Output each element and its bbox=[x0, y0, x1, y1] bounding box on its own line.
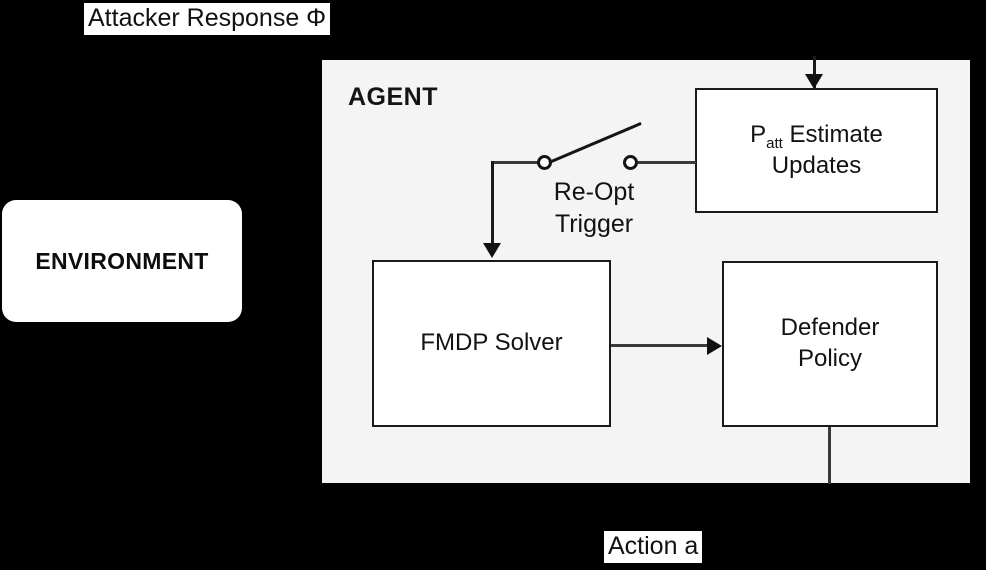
defender-policy-label: Defender Policy bbox=[775, 313, 886, 374]
patt-prefix: P bbox=[750, 120, 767, 148]
policy-to-action-connector bbox=[828, 427, 831, 484]
switch-to-fmdp-arrowhead bbox=[483, 243, 501, 258]
reopt-trigger-label: Re-Opt Trigger bbox=[534, 177, 654, 241]
environment-label: ENVIRONMENT bbox=[35, 247, 209, 274]
fmdp-to-policy-connector bbox=[611, 344, 711, 347]
patt-line2: Updates bbox=[771, 151, 862, 179]
switch-left-wire bbox=[492, 161, 546, 164]
patt-estimate-node: Patt Estimate Updates bbox=[695, 88, 938, 213]
patt-subscript: att bbox=[766, 134, 783, 152]
switch-terminal-right[interactable] bbox=[623, 155, 638, 170]
agent-label: AGENT bbox=[348, 83, 438, 111]
fmdp-solver-label: FMDP Solver bbox=[420, 329, 563, 357]
reopt-trigger-line1: Re-Opt bbox=[553, 178, 635, 206]
environment-node: ENVIRONMENT bbox=[2, 200, 242, 322]
patt-suffix: Estimate bbox=[782, 120, 883, 148]
defender-policy-node: Defender Policy bbox=[722, 261, 938, 427]
reopt-trigger-line2: Trigger bbox=[554, 209, 634, 238]
action-label: Action a bbox=[604, 531, 703, 563]
switch-right-wire bbox=[638, 161, 696, 164]
defender-policy-line1: Defender bbox=[780, 314, 880, 342]
fmdp-solver-node: FMDP Solver bbox=[372, 260, 611, 427]
attacker-response-label: Attacker Response Φ bbox=[84, 3, 331, 35]
switch-to-fmdp-connector bbox=[491, 161, 494, 244]
patt-estimate-label: Patt Estimate Updates bbox=[744, 120, 889, 181]
defender-policy-line2: Policy bbox=[797, 345, 862, 372]
attacker-response-arrowhead bbox=[805, 74, 823, 89]
fmdp-to-policy-arrowhead bbox=[707, 337, 722, 355]
